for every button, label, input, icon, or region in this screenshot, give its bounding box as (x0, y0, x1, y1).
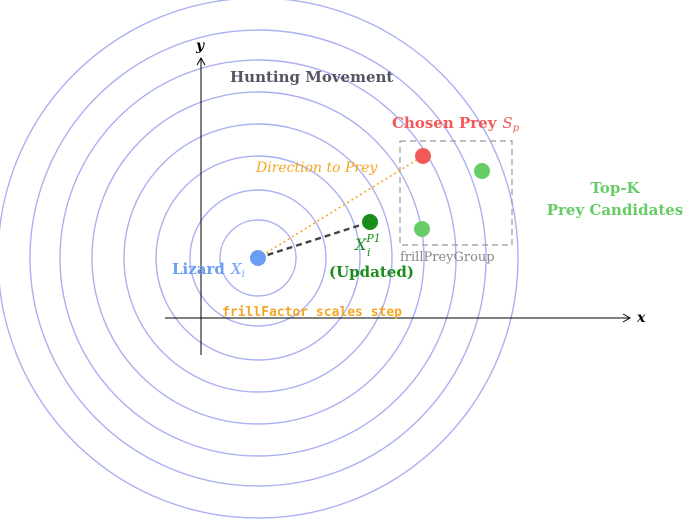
ring-4 (123, 123, 393, 393)
diagram-title: Hunting Movement (230, 68, 393, 86)
updated-label: (Updated) (329, 263, 414, 281)
lizard-point (250, 250, 266, 266)
y-axis-label: y (195, 38, 205, 54)
direction-to-prey-label: Direction to Prey (255, 160, 378, 176)
candidate-point-2 (414, 221, 430, 237)
ring-6 (59, 59, 457, 457)
step-line (257, 220, 371, 260)
chosen-prey-point (415, 148, 431, 164)
frill-prey-group-label: frillPreyGroup (400, 250, 495, 265)
x-axis-label: x (636, 310, 646, 326)
search-rings (0, 0, 519, 519)
ring-3 (155, 155, 361, 361)
ring-5 (91, 91, 425, 425)
updated-position-math: XP1 (353, 232, 381, 254)
updated-position-sub: i (367, 246, 371, 259)
ring-2 (189, 189, 327, 327)
ring-1 (219, 219, 297, 297)
frill-prey-group-box (399, 140, 513, 246)
ring-7 (29, 29, 487, 487)
topk-label-line1: Top-K (590, 179, 640, 197)
updated-point (362, 214, 378, 230)
topk-label-line2: Prey Candidates (547, 201, 684, 219)
frill-factor-label: frillFactor scales step (222, 305, 402, 320)
direction-to-prey-line (257, 155, 424, 259)
candidate-point-1 (474, 163, 490, 179)
ring-8 (0, 0, 519, 519)
